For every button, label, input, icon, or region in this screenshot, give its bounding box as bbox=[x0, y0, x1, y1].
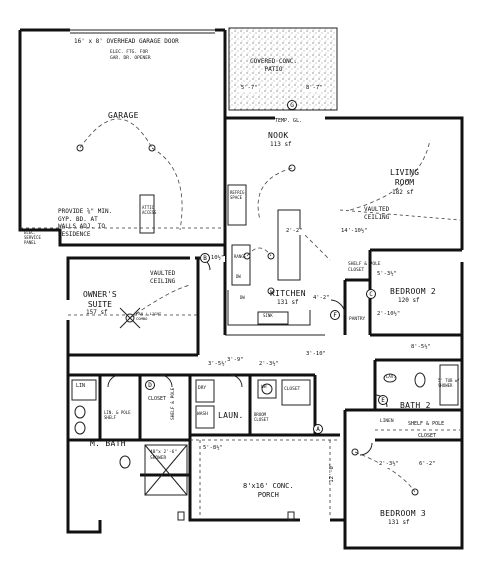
note-lin-pole-shelf: LIN. & POLE SHELF bbox=[104, 410, 131, 420]
dim-owners-width: 3'-10½" bbox=[200, 255, 226, 262]
dim-patio-left: 5'-7" bbox=[240, 85, 259, 92]
note-sink: SINK bbox=[263, 313, 273, 318]
note-dw2: DW bbox=[240, 295, 245, 300]
dim-bedroom3-a: 2'-3½" bbox=[378, 461, 400, 468]
note-vaulted-living: VAULTED CEILING bbox=[364, 206, 390, 221]
note-elec-panel: ELEC. SERVICE PANEL bbox=[24, 230, 41, 245]
note-fan-light: FAN / LIGHT COMBO bbox=[136, 311, 162, 321]
note-garage-door: 16' x 8' OVERHEAD GARAGE DOOR bbox=[74, 38, 179, 45]
note-closet-bed3: SHELF & POLE bbox=[408, 421, 445, 427]
note-gyp-board: PROVIDE ⅝" MIN. GYP. BD. AT WALLS ADJ. T… bbox=[58, 208, 113, 238]
owners-suite-fixtures bbox=[68, 284, 198, 329]
room-label-patio: COVERED CONC. PATIO bbox=[250, 58, 297, 73]
room-label-owners: OWNER'S SUITE bbox=[83, 290, 117, 309]
bedroom3-fixtures bbox=[351, 429, 460, 496]
patio-slab bbox=[228, 27, 338, 111]
dim-porch-a: 5'-8½" bbox=[202, 445, 224, 452]
laundry-fixtures bbox=[195, 379, 311, 429]
dim-bedroom2-c: 8'-5½" bbox=[410, 344, 432, 351]
room-area-kitchen: 131 sf bbox=[277, 299, 299, 306]
room-area-bedroom3: 131 sf bbox=[388, 519, 410, 526]
room-label-bedroom3: BEDROOM 3 bbox=[380, 509, 427, 518]
room-area-owners: 157 sf bbox=[86, 309, 108, 316]
note-closet-bed2: SHELF & POLE CLOSET bbox=[348, 262, 381, 273]
dim-bedroom2-a: 5'-3½" bbox=[376, 271, 398, 278]
note-refrig: REFRIG. SPACE bbox=[230, 190, 247, 200]
note-pantry: PANTRY bbox=[349, 317, 366, 322]
note-dryer: DRY bbox=[198, 386, 207, 391]
door-tag-d-owner: D bbox=[145, 380, 155, 390]
dim-laundry: 3'-9" bbox=[226, 357, 245, 364]
porch-slab bbox=[177, 439, 340, 521]
note-water-heater: WH bbox=[261, 385, 267, 390]
note-lav: LAV. bbox=[386, 374, 396, 379]
dim-porch-b: 12'-0" bbox=[329, 461, 336, 484]
kitchen-layout bbox=[227, 164, 311, 326]
garage-details bbox=[20, 118, 225, 234]
dim-living-width: 14'-10½" bbox=[340, 228, 369, 235]
note-attic-access: ATTIC ACCESS bbox=[142, 205, 157, 215]
note-vaulted-owner: VAULTED CEILING bbox=[150, 270, 176, 285]
room-label-nook: NOOK bbox=[268, 131, 289, 140]
note-temp-glass: TEMP. GL. bbox=[275, 118, 303, 124]
dim-bedroom3-b: 6'-2" bbox=[418, 461, 437, 468]
note-shelf-pole-master: SHELF & POLE bbox=[171, 387, 176, 420]
note-dw: DW bbox=[236, 274, 241, 279]
room-area-nook: 113 sf bbox=[270, 141, 292, 148]
note-closet-hall: CLOSET bbox=[284, 387, 301, 392]
door-tag-a: A bbox=[313, 424, 323, 434]
dim-nook-width: 2'-2" bbox=[285, 228, 304, 235]
door-tag-f: F bbox=[330, 310, 340, 320]
bath-fixtures bbox=[71, 364, 459, 496]
note-broom-closet: BROOM CLOSET bbox=[254, 412, 269, 422]
interior-walls bbox=[68, 118, 462, 548]
garage-walls bbox=[18, 28, 227, 247]
note-garage-opener: ELEC. FTG. FOR GAR. DR. OPENER bbox=[110, 50, 151, 61]
living-fixtures bbox=[299, 139, 461, 261]
dim-hall-a: 3'-10" bbox=[305, 351, 327, 358]
note-tub-bath2: 5' TUB w/ SHOWER bbox=[438, 378, 460, 388]
dim-bedroom2-b: 2'-10½" bbox=[376, 311, 402, 318]
note-linen-bath2: LINEN bbox=[380, 419, 394, 424]
dim-hall-c: 3'-5½" bbox=[207, 361, 229, 368]
note-range: RANGE bbox=[234, 254, 247, 259]
door-swings bbox=[107, 257, 388, 456]
door-tag-b: B bbox=[200, 253, 210, 263]
room-area-living: 182 sf bbox=[392, 189, 414, 196]
room-label-garage: GARAGE bbox=[108, 111, 139, 120]
room-area-bedroom2: 120 sf bbox=[398, 297, 420, 304]
note-washer: WASH bbox=[197, 412, 208, 417]
dim-hall-b: 2'-3½" bbox=[258, 361, 280, 368]
door-tag-g: G bbox=[287, 100, 297, 110]
room-label-laundry: LAUN. bbox=[218, 411, 244, 420]
room-label-porch: 8'x16' CONC. PORCH bbox=[243, 482, 294, 499]
note-linen-master: LIN bbox=[76, 383, 86, 389]
room-label-bath2: BATH 2 bbox=[400, 401, 431, 410]
room-label-bedroom2: BEDROOM 2 bbox=[390, 287, 437, 296]
note-shower-master: 48"x 2'-6" SHOWER bbox=[150, 450, 178, 461]
door-tag-e: E bbox=[378, 395, 388, 405]
dim-patio-right: 8'-7" bbox=[305, 85, 324, 92]
note-closet-bed3-b: CLOSET bbox=[418, 433, 437, 439]
room-label-living: LIVING ROOM bbox=[390, 168, 419, 187]
room-label-kitchen: KITCHEN bbox=[270, 289, 306, 298]
door-tag-c: C bbox=[366, 289, 376, 299]
note-closet-master: CLOSET bbox=[148, 396, 167, 402]
room-label-mbath: M. BATH bbox=[90, 439, 126, 448]
dim-kitchen-width: 4'-2" bbox=[312, 295, 331, 302]
